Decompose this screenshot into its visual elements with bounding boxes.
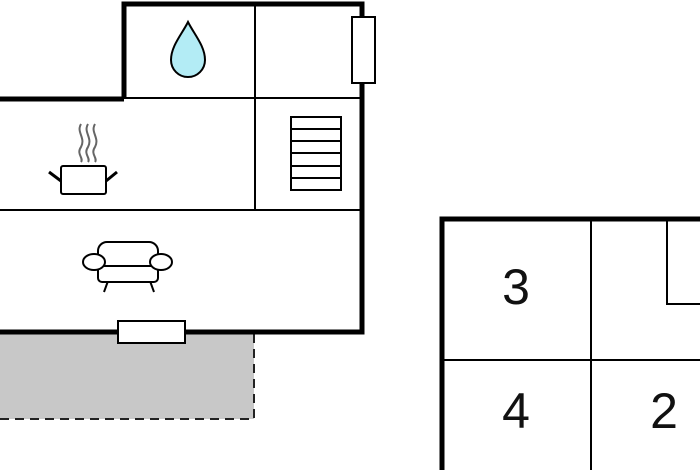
room-number-3: 3: [502, 259, 530, 315]
right-unit-closet: [666, 219, 700, 305]
right-unit-outer-wall: [439, 216, 700, 470]
outer-wall: [0, 1, 365, 335]
staircase-icon: [290, 116, 342, 191]
window-icon: [117, 320, 186, 344]
sofa-icon: [82, 241, 173, 293]
right-unit: [439, 216, 700, 470]
terrace-area: [0, 332, 254, 419]
window-icon: [351, 16, 376, 84]
water-drop-icon: [169, 19, 207, 78]
left-unit: [0, 1, 365, 335]
room-number-2: 2: [650, 383, 678, 439]
cooking-pot-icon: [48, 123, 118, 195]
room-number-4: 4: [502, 383, 530, 439]
terrace: [0, 332, 255, 420]
